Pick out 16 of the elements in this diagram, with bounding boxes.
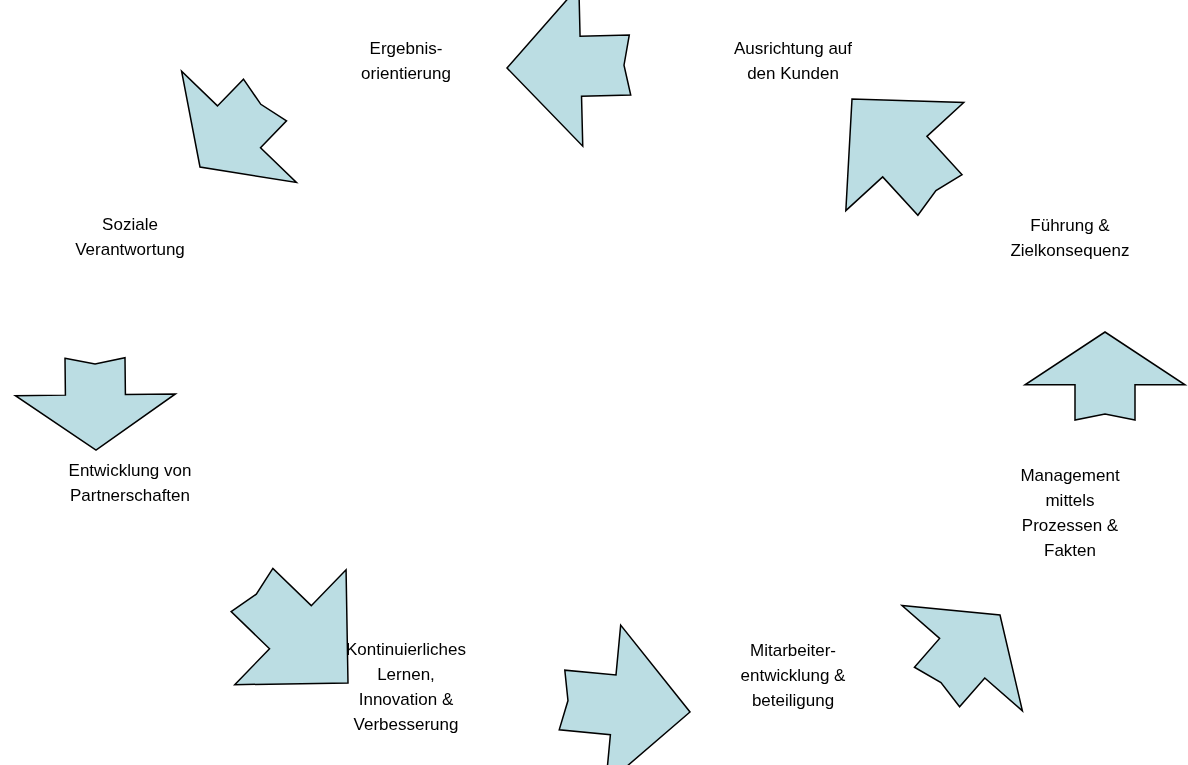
- block-arrow: [229, 567, 349, 686]
- cycle-label: Management mittels Prozessen & Fakten: [1007, 463, 1133, 563]
- block-arrow: [1022, 331, 1188, 421]
- cycle-label: Soziale Verantwortung: [65, 212, 195, 262]
- block-arrow: [13, 356, 178, 451]
- cycle-label: Ergebnis- orientierung: [346, 36, 466, 86]
- cycle-label: Mitarbeiter- entwicklung & beteiligung: [725, 638, 861, 713]
- block-arrow: [505, 0, 632, 149]
- block-arrow: [558, 623, 692, 765]
- block-arrow: [844, 98, 966, 217]
- cycle-label: Ausrichtung auf den Kunden: [723, 36, 863, 86]
- block-arrow: [180, 68, 299, 184]
- cycle-label: Kontinuierliches Lernen, Innovation & Verbesserung: [341, 637, 471, 737]
- cycle-label: Entwicklung von Partnerschaften: [50, 458, 210, 508]
- cycle-label: Führung & Zielkonsequenz: [1000, 213, 1140, 263]
- block-arrow: [899, 604, 1024, 713]
